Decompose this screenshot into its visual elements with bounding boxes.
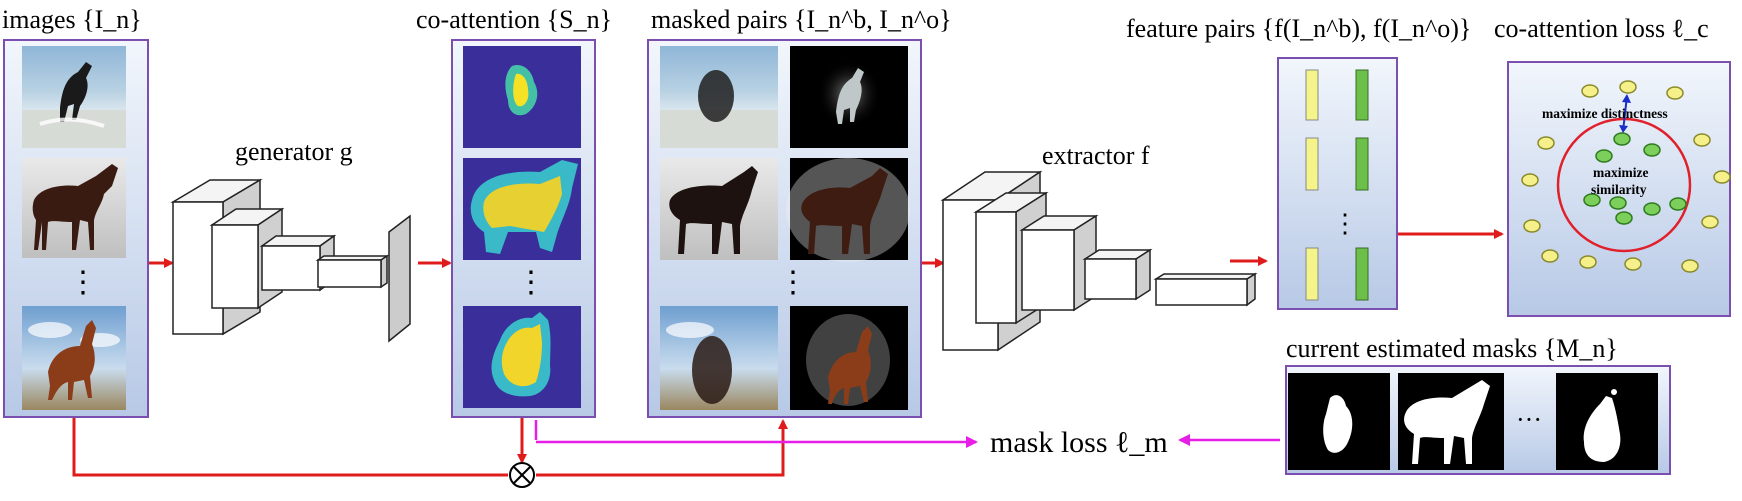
mask-image-1 xyxy=(1288,373,1390,470)
mask-loss-label: mask loss ℓ_m xyxy=(990,426,1168,459)
masked-pairs-panel: ⋮ xyxy=(647,39,922,418)
masked-pairs-vdots: ⋮ xyxy=(778,266,808,299)
mask-image-3 xyxy=(1556,373,1658,470)
mask-loss-arrows xyxy=(534,420,1280,448)
masks-hdots: ··· xyxy=(1516,405,1542,434)
horse-sky-image xyxy=(22,306,126,410)
background-feature-bar-1 xyxy=(1305,69,1319,121)
horse-snow-image xyxy=(22,158,126,258)
coattention-panel: ⋮ xyxy=(451,39,596,418)
masked-pairs-label: masked pairs {I_n^b, I_n^o} xyxy=(651,5,952,34)
coattention-loss-panel: maximize distinctness maximize similarit… xyxy=(1507,61,1731,317)
images-panel: ⋮ xyxy=(3,39,149,418)
object-image-1 xyxy=(790,46,908,148)
circled-times-icon xyxy=(509,462,535,488)
features-vdots: ⋮ xyxy=(1332,209,1358,238)
coattention-map-3 xyxy=(463,306,581,408)
images-vdots: ⋮ xyxy=(68,266,98,299)
object-feature-bar-3 xyxy=(1355,247,1369,301)
coattention-loss-label: co-attention loss ℓ_c xyxy=(1494,14,1709,43)
background-image-3 xyxy=(660,306,778,410)
coattention-label: co-attention {S_n} xyxy=(416,5,612,34)
feature-pairs-panel: ⋮ xyxy=(1277,57,1398,310)
generator-label: generator g xyxy=(235,137,353,166)
coattention-map-1 xyxy=(463,46,581,148)
maximize-similarity-text-2: similarity xyxy=(1591,182,1647,197)
extractor-label: extractor f xyxy=(1042,141,1150,170)
maximize-similarity-text-1: maximize xyxy=(1593,165,1648,180)
current-masks-panel: ··· xyxy=(1285,365,1671,475)
coattention-map-2 xyxy=(463,158,581,260)
object-feature-points xyxy=(1583,132,1687,225)
coattention-vdots: ⋮ xyxy=(516,266,546,299)
red-flow-lines xyxy=(72,418,788,477)
images-label: images {I_n} xyxy=(2,5,142,34)
feature-pairs-label: feature pairs {f(I_n^b), f(I_n^o)} xyxy=(1126,14,1471,43)
horse-beach-image xyxy=(22,46,126,148)
current-masks-label: current estimated masks {M_n} xyxy=(1286,334,1618,363)
background-image-1 xyxy=(660,46,778,148)
background-feature-points xyxy=(1521,80,1731,273)
background-feature-bar-3 xyxy=(1305,247,1319,301)
object-image-3 xyxy=(790,306,908,410)
maximize-distinctness-text: maximize distinctness xyxy=(1542,106,1668,121)
object-feature-bar-2 xyxy=(1355,137,1369,191)
background-image-2 xyxy=(660,158,778,260)
object-image-2 xyxy=(786,158,910,262)
object-feature-bar-1 xyxy=(1355,69,1369,121)
generator-network xyxy=(170,178,411,343)
extractor-network xyxy=(940,170,1258,352)
background-feature-bar-2 xyxy=(1305,137,1319,191)
distinctness-double-arrow xyxy=(1619,94,1631,133)
mask-image-2 xyxy=(1398,373,1504,470)
